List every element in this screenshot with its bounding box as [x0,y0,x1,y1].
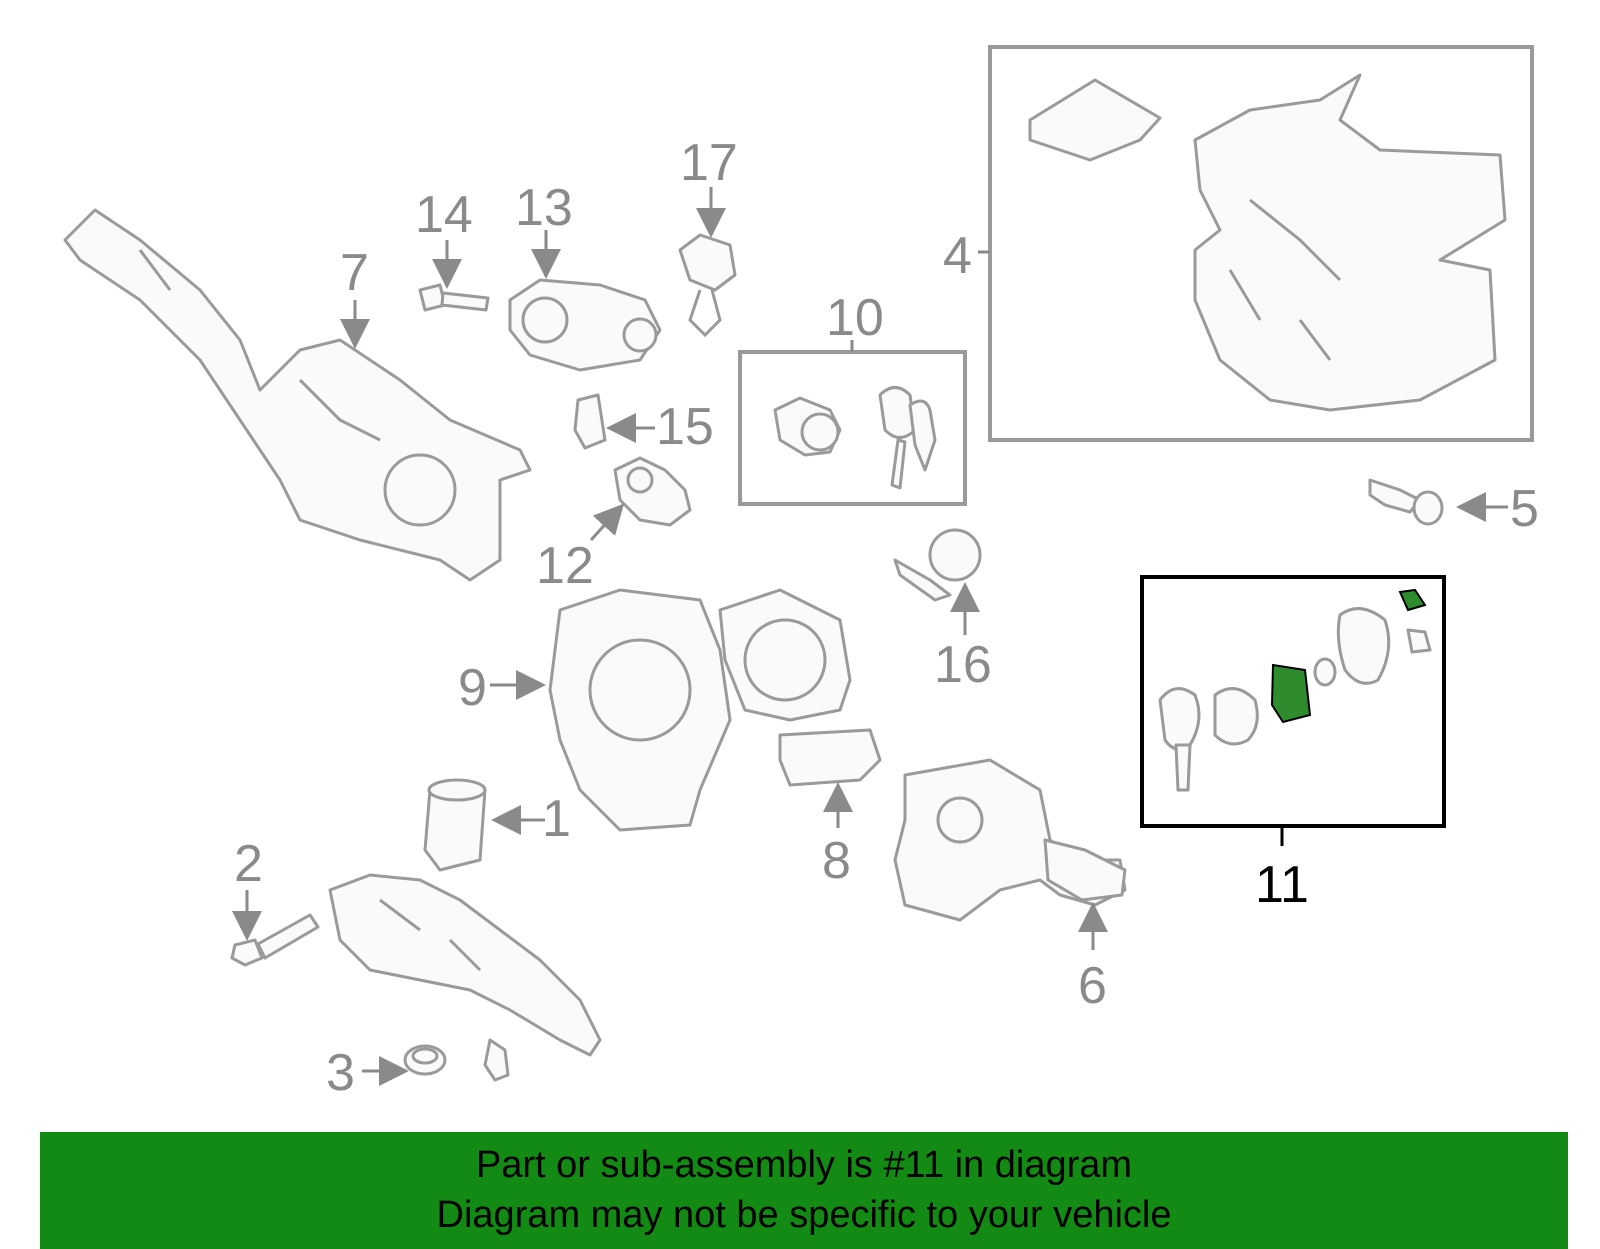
part-15-clip[interactable] [573,393,607,450]
callout-5: 5 [1510,480,1539,538]
part-5-screw[interactable] [1368,478,1444,526]
callout-15: 15 [656,398,714,456]
part-1-steering-column[interactable] [328,778,602,1082]
callout-2: 2 [234,835,263,893]
callout-12: 12 [536,537,594,595]
part-6-wiper-switch[interactable] [893,758,1127,922]
callout-1: 1 [542,790,571,848]
callout-6: 6 [1078,957,1107,1015]
part-3-nut[interactable] [403,1044,447,1076]
callout-11: 11 [1255,856,1309,914]
part-8-sensor-module[interactable] [778,728,882,787]
part-10-key-cylinder-set[interactable] [738,340,967,506]
callout-3: 3 [326,1044,355,1102]
part-12-sensor[interactable] [613,456,692,527]
part-17-switch[interactable] [678,233,737,338]
part-4-column-cover[interactable] [978,45,1534,442]
info-banner: Part or sub-assembly is #11 in diagram D… [40,1132,1568,1249]
callout-16: 16 [934,636,992,694]
callout-7: 7 [340,244,369,302]
callout-4: 4 [943,227,972,285]
banner-line-2: Diagram may not be specific to your vehi… [436,1194,1172,1236]
leader-arrows [232,187,1508,1086]
callout-17: 17 [680,134,738,192]
banner-line-1: Part or sub-assembly is #11 in diagram [475,1144,1133,1186]
part-14-bolt[interactable] [418,283,490,312]
callout-8: 8 [822,832,851,890]
part-11-remote-key-assembly[interactable] [1140,575,1446,846]
part-9-clock-spring[interactable] [548,588,852,832]
part-13-ignition-housing[interactable] [508,278,662,372]
part-2-bolt[interactable] [230,913,320,967]
callout-9: 9 [458,659,487,717]
part-7-combination-switch[interactable] [63,208,532,582]
callout-10: 10 [826,289,884,347]
parts-diagram: 1 2 3 4 5 6 7 8 9 10 11 12 13 14 15 16 1… [63,45,1539,1102]
part-16-horn[interactable] [893,528,982,602]
callout-13: 13 [515,179,573,237]
callout-14: 14 [415,186,473,244]
